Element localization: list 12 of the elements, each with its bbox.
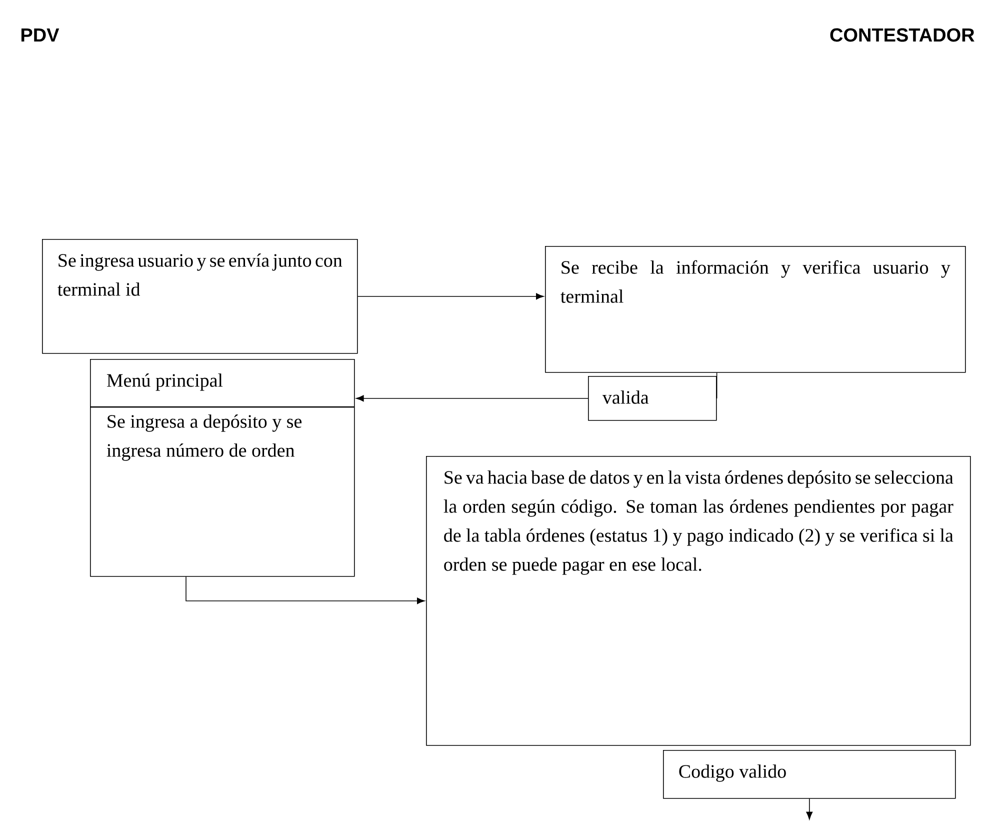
arrow — [186, 576, 425, 604]
condition-box: valida — [588, 376, 717, 421]
process-box: Se ingresa usuario y se envía junto con terminal id — [42, 238, 358, 354]
column-heading: CONTESTADOR — [830, 28, 974, 42]
process-box: Se va hacia base de datos y en la vista órdenes depósito se selecciona la orden según código. Se toman las órdenes pendientes por pagar de la tabla órdenes (estatus 1) y pago indicado (2) y se verifica si la orden se puede pagar en ese local. — [426, 456, 971, 746]
arrow — [357, 293, 544, 300]
condition-box: Codigo valido — [663, 750, 956, 799]
menu-box: Menú principal Se ingresa a depósito y se ingresa número de orden — [90, 359, 355, 577]
process-box: Se recibe la información y verifica usuario y terminal — [545, 246, 966, 373]
column-heading: PDV — [21, 28, 60, 42]
arrow — [356, 395, 588, 402]
arrow — [806, 798, 813, 820]
